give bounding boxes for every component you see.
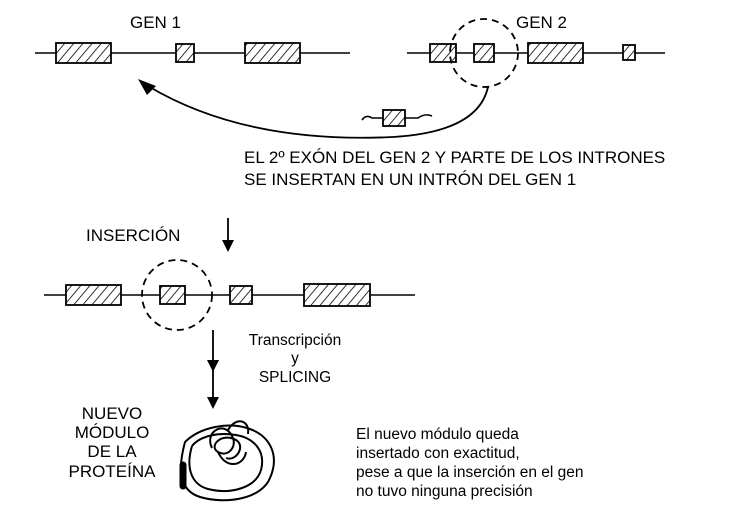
result-line1: El nuevo módulo queda xyxy=(356,426,519,443)
insertion-caption-line2: SE INSERTAN EN UN INTRÓN DEL GEN 1 xyxy=(244,170,577,189)
transfer-arrowhead xyxy=(138,79,156,95)
gene1-label: GEN 1 xyxy=(130,13,182,32)
transcription-line3: SPLICING xyxy=(258,368,332,386)
new-module-line4: PROTEÍNA xyxy=(68,461,156,481)
splicing-arrowhead-2 xyxy=(207,397,219,409)
excised-fragment xyxy=(361,109,433,127)
recombined-gene xyxy=(44,259,415,331)
new-module-line3: DE LA xyxy=(87,442,137,462)
protein-illustration xyxy=(179,420,275,502)
result-line3: pese a que la inserción en el gen xyxy=(356,463,584,481)
insertion-arrowhead xyxy=(222,240,234,252)
splicing-arrowhead-1 xyxy=(207,360,219,372)
new-module-line1: NUEVO xyxy=(81,404,143,423)
protein-outer-fold xyxy=(179,424,275,502)
protein-inner-fold xyxy=(188,433,264,492)
new-module-line2: MÓDULO xyxy=(74,423,150,443)
gene2-label: GEN 2 xyxy=(516,13,568,32)
protein-module-loop xyxy=(209,427,242,460)
transfer-arrow xyxy=(138,79,489,139)
result-line4: no tuvo ninguna precisión xyxy=(356,482,533,500)
new-module-label: NUEVO MÓDULO DE LA PROTEÍNA xyxy=(56,404,168,481)
gene2-selection-circle xyxy=(449,18,519,88)
gene1-structure xyxy=(35,42,350,64)
transcription-line1: Transcripción xyxy=(248,332,342,349)
splicing-arrow xyxy=(207,330,219,409)
result-line2: insertado con exactitud, xyxy=(356,444,520,462)
gene2-structure xyxy=(407,18,665,88)
insertion-arrow xyxy=(222,218,234,252)
result-caption: El nuevo módulo queda insertado con exac… xyxy=(356,426,584,502)
transcription-line2: y xyxy=(291,350,299,368)
insertion-step-label: INSERCIÓN xyxy=(86,226,181,245)
transcription-label: Transcripción y SPLICING xyxy=(240,332,350,387)
inserted-region-circle xyxy=(141,259,213,331)
insertion-caption-line1: EL 2º EXÓN DEL GEN 2 Y PARTE DE LOS INTR… xyxy=(244,148,666,167)
